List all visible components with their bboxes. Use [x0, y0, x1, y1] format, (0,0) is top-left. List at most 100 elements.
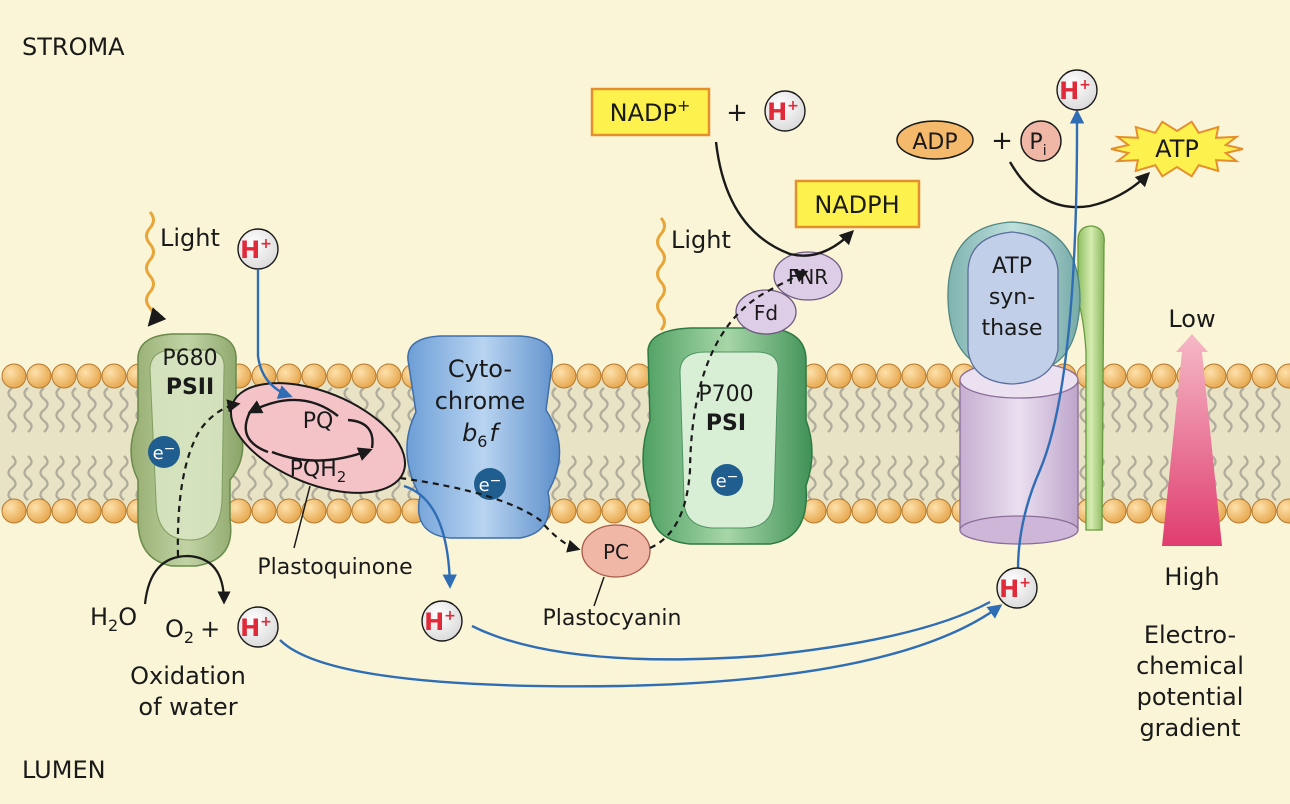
oxygen-label: O2+ [165, 615, 220, 647]
lipid-tail [599, 455, 609, 501]
lipid-head [1126, 498, 1152, 524]
lipid-tail [1207, 387, 1217, 433]
water-oxidation-arrow [143, 554, 231, 605]
svg-text:e−: e− [153, 441, 176, 464]
gradient-caption-line4: gradient [1139, 714, 1240, 742]
lipid-head [851, 498, 877, 524]
lipid-tail [1223, 387, 1233, 433]
lipid-tail [1271, 455, 1281, 501]
lipid-head [1101, 363, 1127, 389]
lipid-head [1126, 363, 1152, 389]
nadp-plus-sign: + [726, 98, 748, 128]
light-wave-left [145, 211, 167, 327]
adp-plus-sign: + [991, 126, 1013, 156]
lipid-head [1101, 498, 1127, 524]
lipid-tail [807, 455, 817, 501]
light-label-left: Light [160, 224, 220, 252]
lipid-head [1226, 498, 1252, 524]
plastoquinone-caption: Plastoquinone [257, 555, 412, 580]
lipid-head [626, 363, 652, 389]
phosphate: Pi [1020, 120, 1062, 162]
lipid-tail [1143, 387, 1153, 433]
lipid-tail [839, 387, 849, 433]
lipid-head [301, 363, 327, 389]
proton-atp-lumen: H+ [996, 567, 1038, 609]
lipid-head [926, 363, 952, 389]
lipid-head [1226, 363, 1252, 389]
lipid-tail [935, 387, 945, 433]
lipid-tail [1239, 455, 1249, 501]
gradient-caption-line1: Electro- [1144, 621, 1236, 649]
lipid-tail [119, 387, 129, 433]
lipid-head [101, 363, 127, 389]
plastocyanin-leader [593, 576, 605, 607]
lipid-tail [23, 455, 33, 501]
lipid-tail [583, 387, 593, 433]
lipid-tail [1127, 387, 1137, 433]
lipid-tail [951, 455, 961, 501]
electron-cytochrome: e− [474, 468, 506, 500]
lipid-tail [599, 387, 609, 433]
lipid-tail [631, 455, 641, 501]
pqh2-label: PQH2 [290, 457, 347, 486]
lipid-head [101, 498, 127, 524]
lipid-head [1201, 363, 1227, 389]
photosystem-i: P700 PSI [642, 327, 813, 545]
lipid-tail [103, 455, 113, 501]
lipid-head [1251, 363, 1277, 389]
lipid-tail [615, 387, 625, 433]
lipid-tail [935, 455, 945, 501]
lipid-tail [1111, 387, 1121, 433]
lipid-head [551, 498, 577, 524]
lipid-head [76, 498, 102, 524]
fnr: FNR [773, 251, 843, 301]
lipid-tail [951, 387, 961, 433]
plastoquinone: PQ PQH2 [229, 382, 407, 494]
photosystem-ii: P680 PSII [130, 333, 244, 567]
oxidation-line1: Oxidation [130, 662, 246, 690]
lipid-tail [903, 387, 913, 433]
lipid-head [826, 498, 852, 524]
lipid-head [876, 363, 902, 389]
gradient-low-label: Low [1168, 305, 1215, 333]
electron-path [176, 270, 809, 557]
cytochrome-line1: Cyto- [448, 355, 512, 383]
cytochrome-line2: chrome [435, 387, 526, 415]
pi-label: Pi [1029, 130, 1046, 159]
lipid-tail [119, 455, 129, 501]
lipid-head [876, 498, 902, 524]
lipid-tail [855, 387, 865, 433]
lipid-tail [631, 387, 641, 433]
lipid-head [601, 363, 627, 389]
lipid-tail [615, 455, 625, 501]
lipid-tail [871, 455, 881, 501]
proton-label: H+ [999, 575, 1031, 603]
lipid-head [51, 363, 77, 389]
pq-label: PQ [303, 409, 334, 434]
gradient-caption-line2: chemical [1136, 652, 1244, 680]
lipid-tail [919, 455, 929, 501]
electron-psii: e− [148, 436, 180, 468]
psi-label: PSI [706, 411, 746, 436]
lipid-tail [39, 387, 49, 433]
plastocyanin-caption: Plastocyanin [542, 606, 681, 631]
lipid-head [576, 363, 602, 389]
electron-psi: e− [711, 464, 743, 496]
proton-label: H+ [424, 608, 456, 636]
gradient-high-label: High [1164, 563, 1219, 591]
atp-burst: ATP [1110, 120, 1244, 178]
plastoquinone-leader [293, 485, 311, 549]
lipid-tail [391, 387, 401, 433]
proton-water: H+ [237, 606, 279, 648]
atp-synthase-line3: thase [981, 316, 1042, 341]
light-wave-right [656, 217, 666, 331]
lumen-label: LUMEN [22, 756, 106, 784]
lipid-head [626, 498, 652, 524]
lipid-tail [55, 455, 65, 501]
pc-label: PC [603, 540, 629, 564]
p700-label: P700 [698, 382, 753, 407]
lipid-head [1276, 363, 1290, 389]
plastocyanin: PC [581, 524, 651, 578]
